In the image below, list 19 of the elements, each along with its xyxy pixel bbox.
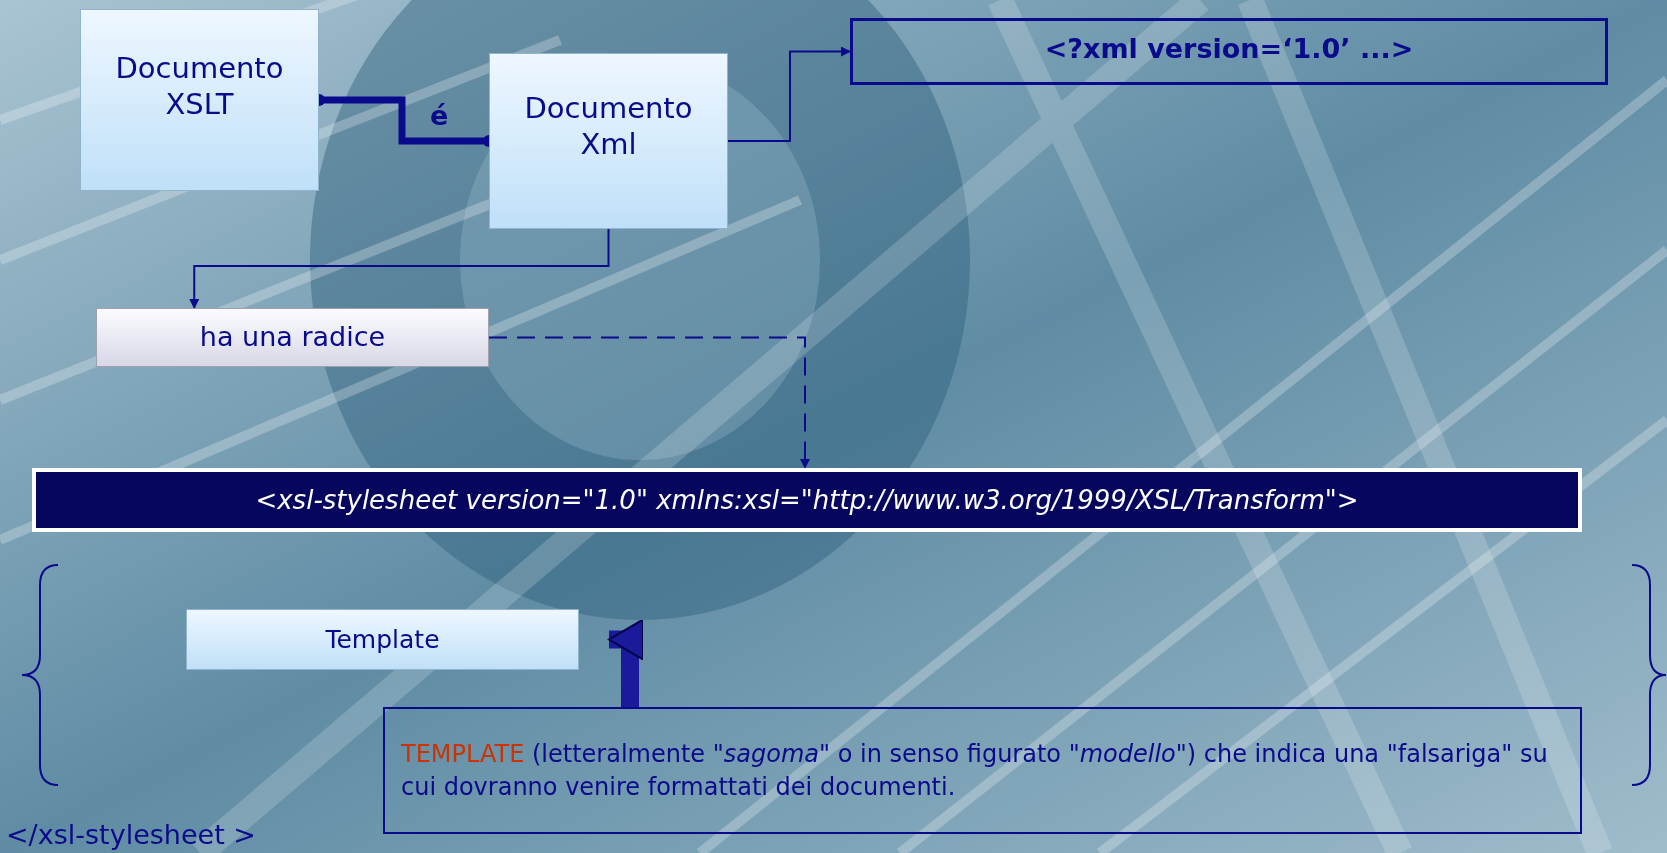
code-bar (32, 468, 1582, 532)
note-box (383, 707, 1582, 834)
template-box (186, 609, 579, 670)
node-text: Template (325, 623, 440, 656)
closing-tag-text: </xsl-stylesheet > (6, 818, 256, 852)
node-text: <?xml version=‘1.0’ ...> (1044, 32, 1414, 66)
label-box (96, 308, 489, 367)
node-text: Documento XSLT (114, 50, 285, 123)
note-text: TEMPLATE (letteralmente "sagoma" o in senso figurato "modello") che indica una "falsariga" su cui dovranno venire formattati dei documenti. (401, 738, 1549, 803)
note-box (80, 9, 319, 191)
arrow (488, 336, 810, 469)
arrow (189, 228, 610, 309)
arrow (727, 46, 851, 142)
code-box (850, 18, 1608, 85)
node-text: ha una radice (199, 320, 386, 355)
node-text: Documento Xml (523, 90, 694, 163)
note-box (489, 53, 728, 229)
edge-label: é (430, 102, 449, 129)
node-text: <xsl-stylesheet version="1.0" xmlns:xsl="http://www.w3.org/1999/XSL/Transform"> (255, 483, 1359, 517)
